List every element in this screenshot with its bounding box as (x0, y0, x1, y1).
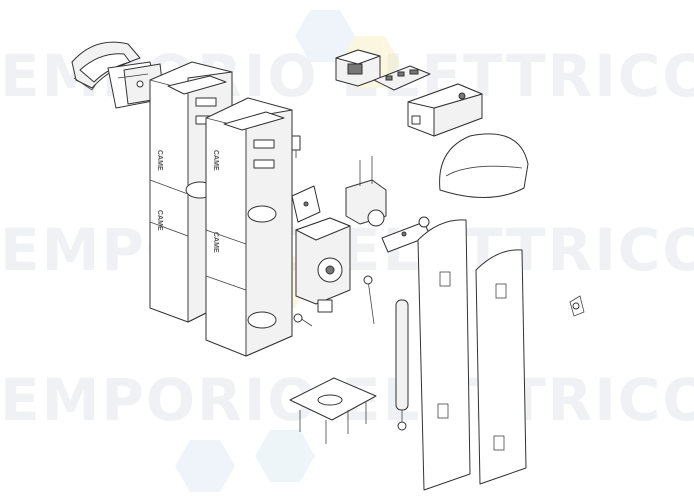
brand-logo-right-upper: CAME (212, 150, 219, 171)
bolt-part (293, 313, 313, 327)
brand-logo-right-lower: CAME (212, 232, 219, 253)
spring-rod-part (363, 275, 375, 325)
right-cabinet-housing: CAME CAME (205, 97, 293, 357)
motor-plate-part (291, 185, 321, 223)
door-panel-left (417, 219, 471, 491)
control-board-part (373, 65, 431, 91)
foundation-plate-part (289, 377, 377, 444)
gearmotor-part (295, 217, 351, 313)
brand-logo-left-lower: CAME (156, 210, 163, 231)
latch-part (569, 295, 585, 317)
control-box-part (407, 83, 483, 137)
dome-cover-part (439, 133, 529, 198)
door-panel-right (475, 249, 527, 485)
hinge-clip-part (291, 135, 301, 158)
transformer-part (335, 49, 381, 87)
brand-logo-left-upper: CAME (156, 150, 163, 171)
spring-cylinder-part (395, 299, 409, 431)
shaft-assembly-part (345, 156, 387, 227)
top-cap-part (71, 41, 141, 91)
